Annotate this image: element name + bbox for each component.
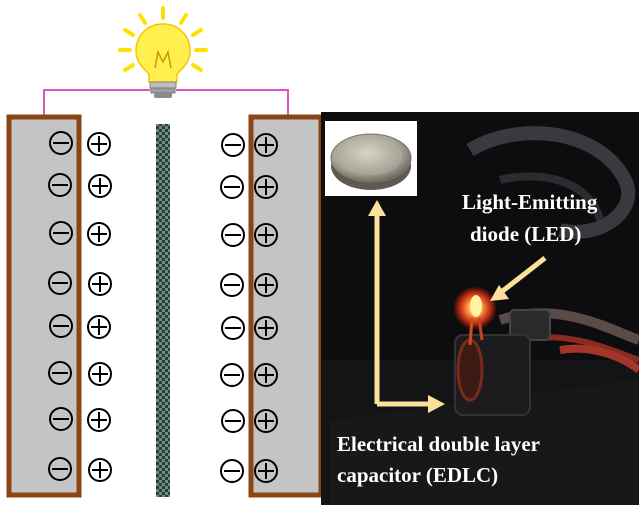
- pointer-arrow: [368, 200, 445, 413]
- negative-ion-icon: [221, 409, 245, 433]
- photo-panel: [321, 112, 639, 505]
- negative-ion-icon: [220, 459, 244, 483]
- positive-ion-icon: [254, 175, 278, 199]
- positive-ion-icon: [88, 272, 112, 296]
- positive-ion-icon: [88, 174, 112, 198]
- negative-ion-icon: [220, 175, 244, 199]
- separator: [156, 124, 170, 497]
- positive-ion-icon: [254, 223, 278, 247]
- positive-ion-icon: [88, 362, 112, 386]
- light-bulb-icon: [118, 6, 208, 98]
- negative-ion-icon: [48, 271, 72, 295]
- positive-ion-icon: [254, 409, 278, 433]
- negative-ion-icon: [49, 131, 73, 155]
- positive-ion-icon: [254, 316, 278, 340]
- positive-ion-icon: [87, 132, 111, 156]
- positive-ion-icon: [87, 408, 111, 432]
- positive-ion-icon: [87, 315, 111, 339]
- negative-ion-icon: [221, 223, 245, 247]
- led-label: Light-Emitting: [462, 190, 598, 214]
- negative-ion-icon: [220, 273, 244, 297]
- positive-ion-icon: [254, 459, 278, 483]
- edlc-label: Electrical double layer: [337, 432, 540, 456]
- positive-ion-icon: [254, 273, 278, 297]
- negative-ion-icon: [49, 221, 73, 245]
- ion-layer: [48, 131, 278, 483]
- coin-cell-icon: [330, 133, 412, 190]
- negative-ion-icon: [49, 314, 73, 338]
- right-electrode: [248, 114, 324, 498]
- led-icon: [453, 286, 497, 346]
- negative-ion-icon: [220, 363, 244, 387]
- positive-ion-icon: [88, 458, 112, 482]
- edlc-label: capacitor (EDLC): [337, 463, 499, 487]
- negative-ion-icon: [48, 173, 72, 197]
- circuit-wire: [43, 89, 150, 117]
- led-label: diode (LED): [470, 222, 582, 246]
- negative-ion-icon: [221, 133, 245, 157]
- positive-ion-icon: [87, 222, 111, 246]
- negative-ion-icon: [49, 407, 73, 431]
- negative-ion-icon: [48, 361, 72, 385]
- positive-ion-icon: [254, 363, 278, 387]
- pointer-arrow: [490, 256, 547, 301]
- negative-ion-icon: [48, 457, 72, 481]
- negative-ion-icon: [221, 316, 245, 340]
- positive-ion-icon: [254, 133, 278, 157]
- circuit-wire: [176, 89, 289, 117]
- left-electrode: [6, 114, 82, 498]
